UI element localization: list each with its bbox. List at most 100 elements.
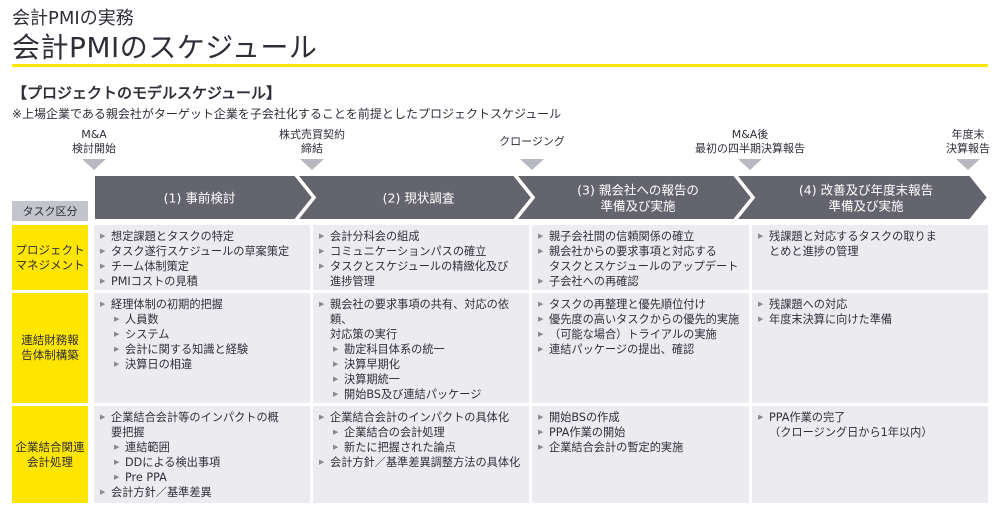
- task-cell: PPA作業の完了（クロージング日から1年以内）: [752, 406, 988, 503]
- milestone-marker-icon: [738, 159, 762, 170]
- task-item: 企業結合会計のインパクトの具体化: [319, 410, 525, 425]
- row-label-text: 会計処理: [27, 454, 73, 469]
- row-label-text: 企業結合関連: [15, 439, 85, 454]
- task-cell: 企業結合会計のインパクトの具体化企業結合の会計処理新たに把握された論点会計方針／…: [313, 406, 529, 503]
- phase-label-4-line1: (4) 改善及び年度末報告: [799, 183, 933, 198]
- task-item: 残課題への対応: [758, 297, 984, 312]
- task-item: （可能な場合）トライアルの実施: [538, 327, 745, 342]
- task-item: とめと進捗の管理: [769, 245, 859, 258]
- task-item: タスク遂行スケジュールの草案策定: [100, 244, 306, 259]
- task-item: PMIコストの見積: [100, 274, 306, 289]
- row-label-text: 告体制構築: [21, 348, 79, 362]
- phase-label-1-line1: (1) 事前検討: [164, 191, 236, 206]
- milestone-label-line1: M&A後: [731, 128, 769, 141]
- task-item: 会計分科会の組成: [319, 229, 525, 244]
- task-cell: 企業結合会計等のインパクトの概要把握連結範囲DDによる検出事項Pre PPA会計…: [94, 406, 310, 503]
- task-subitem: 決算期統一: [333, 372, 525, 387]
- task-item: 親会社からの要求事項と対応する: [538, 244, 745, 259]
- task-cell: 想定課題とタスクの特定タスク遂行スケジュールの草案策定チーム体制策定PMIコスト…: [94, 225, 310, 290]
- task-category-header: タスク区分: [12, 201, 88, 221]
- section-note: ※上場企業である親会社がターゲット企業を子会社化することを前提としたプロジェクト…: [12, 107, 562, 121]
- milestone-marker-icon: [520, 159, 544, 170]
- milestone-label-line2: 決算報告: [946, 142, 990, 155]
- milestone-label-line1: クロージング: [499, 135, 565, 148]
- task-cell: 開始BSの作成PPA作業の開始企業結合会計の暫定的実施: [532, 406, 749, 503]
- row-label-3: 企業結合関連会計処理: [12, 406, 88, 503]
- task-item: 対応策の実行: [330, 328, 398, 341]
- task-item: 想定課題とタスクの特定: [100, 229, 306, 244]
- milestone-marker-icon: [956, 159, 980, 170]
- task-subitem: 人員数: [114, 312, 306, 327]
- milestone-marker-icon: [82, 159, 106, 170]
- task-cell: 親会社の要求事項の共有、対応の依頼、対応策の実行勘定科目体系の統一決算早期化決算…: [313, 293, 529, 403]
- phase-chevron-3: [513, 174, 754, 221]
- phase-chevron-2: [294, 174, 534, 221]
- task-item: 経理体制の初期的把握: [100, 297, 306, 312]
- task-subitem: 決算早期化: [333, 357, 525, 372]
- task-subitem: 勘定科目体系の統一: [333, 342, 525, 357]
- task-subitem: 開始BS及び連結パッケージ: [333, 387, 525, 402]
- task-cell: 経理体制の初期的把握人員数システム会計に関する知識と経験決算日の相違: [94, 293, 310, 403]
- task-item: 要把握: [111, 426, 145, 439]
- task-subitem: DDによる検出事項: [114, 455, 306, 470]
- title-underline: [12, 64, 988, 67]
- task-cell: 親子会社間の信頼関係の確立親会社からの要求事項と対応するタスクとスケジュールのア…: [532, 225, 749, 290]
- row-label-text: マネジメント: [15, 257, 85, 272]
- row-label-text: プロジェクト: [15, 242, 85, 257]
- row-label-2: 連結財務報告体制構築: [12, 293, 88, 403]
- page-title: 会計PMIのスケジュール: [12, 31, 318, 64]
- milestone-label-line2: 締結: [301, 142, 323, 155]
- task-cell: 残課題への対応年度末決算に向けた準備: [752, 293, 988, 403]
- task-subitem: 会計に関する知識と経験: [114, 342, 306, 357]
- phase-chevron-4: [733, 174, 990, 221]
- row-label-text: 連結財務報: [21, 333, 79, 347]
- task-item: PPA作業の開始: [538, 425, 745, 440]
- task-item: 会計方針／基準差異調整方法の具体化: [319, 455, 525, 470]
- task-item: 会計方針／基準差異: [100, 485, 306, 500]
- task-item: タスクとスケジュールのアップデート: [549, 260, 739, 273]
- task-item: 企業結合会計等のインパクトの概: [100, 410, 306, 425]
- milestone-marker-icon: [300, 159, 324, 170]
- task-subitem: 企業結合の会計処理: [333, 425, 525, 440]
- task-subitem: 連結範囲: [114, 440, 306, 455]
- task-subitem: システム: [114, 327, 306, 342]
- task-item: 子会社への再確認: [538, 274, 745, 289]
- milestone-4: M&A後最初の四半期決算報告: [695, 128, 805, 156]
- task-item: 連結パッケージの提出、確認: [538, 342, 745, 357]
- task-item: コミュニケーションパスの確立: [319, 244, 525, 259]
- milestone-label-line1: 株式売買契約: [279, 128, 345, 141]
- phase-chevron-1: [93, 174, 315, 221]
- task-item: 企業結合会計の暫定的実施: [538, 440, 745, 455]
- phase-label-4-line2: 準備及び実施: [828, 199, 904, 214]
- milestone-3: クロージング: [477, 135, 587, 149]
- task-item: 優先度の高いタスクからの優先的実施: [538, 312, 745, 327]
- task-item: チーム体制策定: [100, 259, 306, 274]
- task-item: 進捗管理: [330, 275, 375, 288]
- task-item: 開始BSの作成: [538, 410, 745, 425]
- task-subitem: Pre PPA: [114, 470, 306, 485]
- milestone-label-line1: 年度末: [951, 128, 985, 141]
- milestone-label-line2: 検討開始: [72, 142, 116, 155]
- phase-label-3-line2: 準備及び実施: [600, 199, 676, 214]
- task-cell: タスクの再整理と優先順位付け優先度の高いタスクからの優先的実施（可能な場合）トラ…: [532, 293, 749, 403]
- task-subitem: 決算日の相違: [114, 357, 306, 372]
- phase-label-3-line1: (3) 親会社への報告の: [577, 183, 699, 198]
- milestone-5: 年度末決算報告: [913, 128, 1000, 156]
- task-subitem: 新たに把握された論点: [333, 440, 525, 455]
- task-item: PPA作業の完了: [758, 410, 984, 425]
- section-title: 【プロジェクトのモデルスケジュール】: [12, 84, 281, 102]
- task-item: タスクの再整理と優先順位付け: [538, 297, 745, 312]
- milestone-label-line1: M&A: [81, 128, 107, 141]
- task-item: 親子会社間の信頼関係の確立: [538, 229, 745, 244]
- milestone-2: 株式売買契約締結: [257, 128, 367, 156]
- page-supertitle: 会計PMIの実務: [12, 8, 134, 29]
- task-item: 残課題と対応するタスクの取りま: [758, 229, 984, 244]
- phase-label-2-line1: (2) 現状調査: [383, 191, 455, 206]
- task-item: （クロージング日から1年以内）: [769, 426, 933, 439]
- task-cell: 会計分科会の組成コミュニケーションパスの確立タスクとスケジュールの精緻化及び進捗…: [313, 225, 529, 290]
- row-label-1: プロジェクトマネジメント: [12, 225, 88, 290]
- task-item: 親会社の要求事項の共有、対応の依頼、: [319, 297, 525, 327]
